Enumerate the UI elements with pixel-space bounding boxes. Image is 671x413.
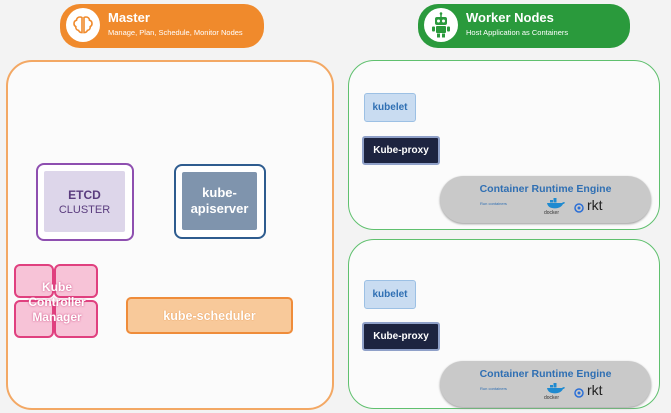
worker-title: Worker Nodes xyxy=(466,10,554,25)
container-runtime-2: Container Runtime Engine Run containers … xyxy=(440,361,651,407)
runtime-title: Container Runtime Engine xyxy=(479,183,612,195)
docker-whale-icon xyxy=(546,197,566,215)
etcd-inner: ETCD CLUSTER xyxy=(44,171,125,232)
kube-proxy-1: Kube-proxy xyxy=(362,136,440,165)
container-runtime-1: Container Runtime Engine Run containers … xyxy=(440,176,651,223)
worker-header: Worker Nodes Host Application as Contain… xyxy=(418,4,630,48)
docker-label: docker xyxy=(544,210,560,216)
etcd-subtitle: CLUSTER xyxy=(58,203,111,216)
docker-label: docker xyxy=(544,395,560,401)
master-title: Master xyxy=(108,10,150,25)
controller-tile xyxy=(54,300,98,338)
rkt-label: rkt xyxy=(587,197,603,213)
worker-subtitle: Host Application as Containers xyxy=(466,28,569,37)
runtime-caption: Run containers xyxy=(480,386,507,391)
apiserver-inner: kube- apiserver xyxy=(182,172,257,230)
kube-proxy-2: Kube-proxy xyxy=(362,322,440,351)
controller-label: Kube Controller Manager xyxy=(28,279,86,324)
rkt-icon xyxy=(574,385,584,403)
controller-tile xyxy=(14,264,54,298)
master-subtitle: Manage, Plan, Schedule, Monitor Nodes xyxy=(108,28,243,37)
runtime-caption: Run containers xyxy=(480,201,507,206)
etcd-title: ETCD xyxy=(68,187,101,202)
controller-manager: Kube Controller Manager xyxy=(12,262,102,340)
etcd-cluster: ETCD CLUSTER xyxy=(36,163,134,241)
kubelet-1: kubelet xyxy=(364,93,416,122)
runtime-title: Container Runtime Engine xyxy=(479,368,612,380)
controller-tile xyxy=(14,300,54,338)
rkt-label: rkt xyxy=(587,382,603,398)
rkt-icon xyxy=(574,200,584,218)
kube-scheduler: kube-scheduler xyxy=(126,297,293,334)
kubelet-2: kubelet xyxy=(364,280,416,309)
controller-tile xyxy=(54,264,98,298)
brain-icon xyxy=(66,8,100,42)
kube-apiserver: kube- apiserver xyxy=(174,164,266,239)
docker-whale-icon xyxy=(546,382,566,400)
master-header: Master Manage, Plan, Schedule, Monitor N… xyxy=(60,4,264,48)
robot-icon xyxy=(424,8,458,42)
